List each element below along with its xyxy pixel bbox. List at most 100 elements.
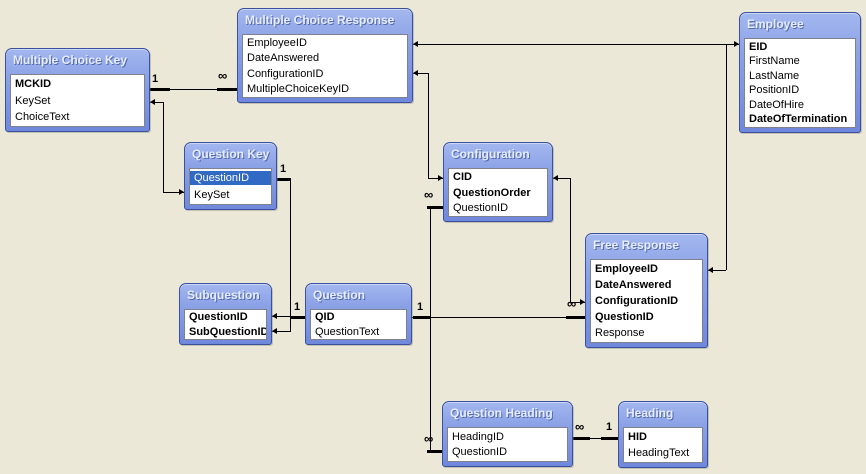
field-configuration-questionorder[interactable]: QuestionOrder (453, 186, 531, 199)
cardinality-label: 1 (280, 163, 287, 175)
relationship-line-question-to-question-heading[interactable] (430, 317, 431, 452)
relationship-arrowhead (734, 41, 739, 47)
relationship-endbar-question-to-free-response[interactable] (413, 316, 431, 319)
relationship-line-configuration-to-free-response[interactable] (570, 178, 571, 303)
relationship-endbar-question-heading-to-heading[interactable] (573, 437, 590, 440)
relationship-endbar-question-to-question-heading[interactable] (427, 450, 443, 453)
table-title-question-heading[interactable]: Question Heading (450, 406, 553, 420)
table-title-question[interactable]: Question (313, 288, 366, 302)
field-subquestion-subquestionid[interactable]: SubQuestionID (189, 325, 267, 338)
field-free-response-employeeid[interactable]: EmployeeID (595, 263, 658, 275)
field-employee-eid[interactable]: EID (749, 40, 768, 53)
table-title-heading[interactable]: Heading (626, 406, 674, 420)
field-multiple-choice-key-mckid[interactable]: MCKID (15, 78, 52, 91)
table-title-multiple-choice-response[interactable]: Multiple Choice Response (245, 13, 395, 27)
relationship-line-question-key-to-subquestion[interactable] (272, 316, 290, 317)
field-question-heading-headingid[interactable]: HeadingID (452, 430, 504, 443)
field-free-response-configurationid[interactable]: ConfigurationID (595, 295, 679, 307)
field-employee-dateoftermination[interactable]: DateOfTermination (749, 113, 848, 126)
table-title-subquestion[interactable]: Subquestion (187, 288, 260, 302)
relationship-endbar-multiple-choice-key-to-multiple-choice-response[interactable] (150, 88, 170, 91)
field-question-key-keyset[interactable]: KeySet (194, 188, 230, 201)
field-question-questiontext[interactable]: QuestionText (315, 325, 380, 338)
relationship-line-configuration-to-free-response[interactable] (570, 302, 585, 303)
relationship-line-configuration-to-free-response[interactable] (553, 178, 570, 179)
cardinality-label: 1 (152, 73, 159, 85)
field-multiple-choice-response-employeeid[interactable]: EmployeeID (247, 37, 307, 50)
relationship-line-multiple-choice-key-to-multiple-choice-response[interactable] (150, 89, 237, 90)
relationship-arrowhead (272, 313, 277, 319)
field-multiple-choice-response-multiplechoicekeyid[interactable]: MultipleChoiceKeyID (247, 82, 350, 95)
relationship-line-question-key-to-subquestion[interactable] (290, 180, 291, 332)
relationship-arrowhead (438, 175, 443, 181)
relationship-line-multiple-choice-response-to-employee[interactable] (413, 44, 739, 45)
cardinality-label: ∞ (424, 187, 433, 202)
field-employee-firstname[interactable]: FirstName (749, 55, 800, 68)
field-employee-positionid[interactable]: PositionID (749, 84, 800, 97)
field-subquestion-questionid[interactable]: QuestionID (189, 311, 248, 324)
field-multiple-choice-key-choicetext[interactable]: ChoiceText (15, 110, 70, 123)
relationship-line-question-heading-to-heading[interactable] (572, 438, 618, 439)
table-title-employee[interactable]: Employee (747, 17, 804, 31)
relationship-line-multiple-choice-response-to-configuration[interactable] (428, 178, 443, 179)
field-free-response-dateanswered[interactable]: DateAnswered (595, 279, 672, 291)
field-employee-lastname[interactable]: LastName (749, 69, 800, 82)
field-question-heading-questionid[interactable]: QuestionID (452, 446, 508, 459)
relationship-line-multiple-choice-key-to-question-key[interactable] (163, 192, 184, 193)
relationship-line-employee-to-free-response[interactable] (708, 270, 726, 271)
field-multiple-choice-response-configurationid[interactable]: ConfigurationID (247, 67, 324, 80)
field-list-question-key: QuestionID KeySet (189, 168, 272, 205)
relationship-line-multiple-choice-key-to-question-key[interactable] (150, 102, 163, 103)
relationship-endbar-question-to-configuration[interactable] (427, 206, 443, 209)
relationship-line-question-to-configuration[interactable] (430, 208, 431, 317)
field-question-qid[interactable]: QID (315, 311, 335, 324)
field-multiple-choice-key-keyset[interactable]: KeySet (15, 94, 51, 107)
field-question-key-questionid[interactable]: QuestionID (190, 171, 271, 186)
table-title-free-response[interactable]: Free Response (593, 238, 680, 252)
field-free-response-response[interactable]: Response (595, 327, 645, 339)
relationship-arrowhead (708, 267, 713, 273)
relationship-arrowhead (553, 175, 558, 181)
relationship-line-employee-to-free-response[interactable] (726, 44, 727, 270)
table-title-configuration[interactable]: Configuration (451, 147, 530, 161)
relationship-endbar-question-heading-to-heading[interactable] (601, 437, 618, 440)
relationship-arrowhead (580, 299, 585, 305)
field-multiple-choice-response-dateanswered[interactable]: DateAnswered (247, 52, 320, 65)
table-title-multiple-choice-key[interactable]: Multiple Choice Key (13, 53, 128, 67)
relationship-line-question-to-free-response[interactable] (412, 317, 585, 318)
cardinality-label: 1 (294, 301, 301, 313)
relationship-endbar-question-to-subquestion[interactable] (291, 316, 307, 319)
relationship-endbar-question-key-to-subquestion[interactable] (277, 178, 291, 181)
relationship-line-multiple-choice-response-to-configuration[interactable] (413, 73, 428, 74)
table-title-question-key[interactable]: Question Key (192, 147, 270, 161)
cardinality-label: ∞ (567, 296, 576, 311)
relationship-line-question-to-subquestion[interactable] (272, 331, 290, 332)
field-configuration-questionid[interactable]: QuestionID (453, 201, 509, 214)
field-employee-dateofhire[interactable]: DateOfHire (749, 98, 805, 111)
relationship-endbar-question-to-free-response[interactable] (566, 316, 585, 319)
relationship-endbar-multiple-choice-key-to-multiple-choice-response[interactable] (217, 88, 237, 91)
field-heading-hid[interactable]: HID (628, 431, 647, 443)
cardinality-label: 1 (606, 421, 613, 433)
field-free-response-questionid[interactable]: QuestionID (595, 311, 654, 323)
relationship-line-multiple-choice-key-to-question-key[interactable] (163, 102, 164, 193)
field-configuration-cid[interactable]: CID (453, 171, 472, 184)
relationship-line-multiple-choice-response-to-configuration[interactable] (428, 73, 429, 179)
relationship-arrowhead (179, 189, 184, 195)
field-list-question-heading: HeadingID QuestionID (447, 427, 568, 462)
field-heading-headingtext[interactable]: HeadingText (628, 447, 690, 459)
